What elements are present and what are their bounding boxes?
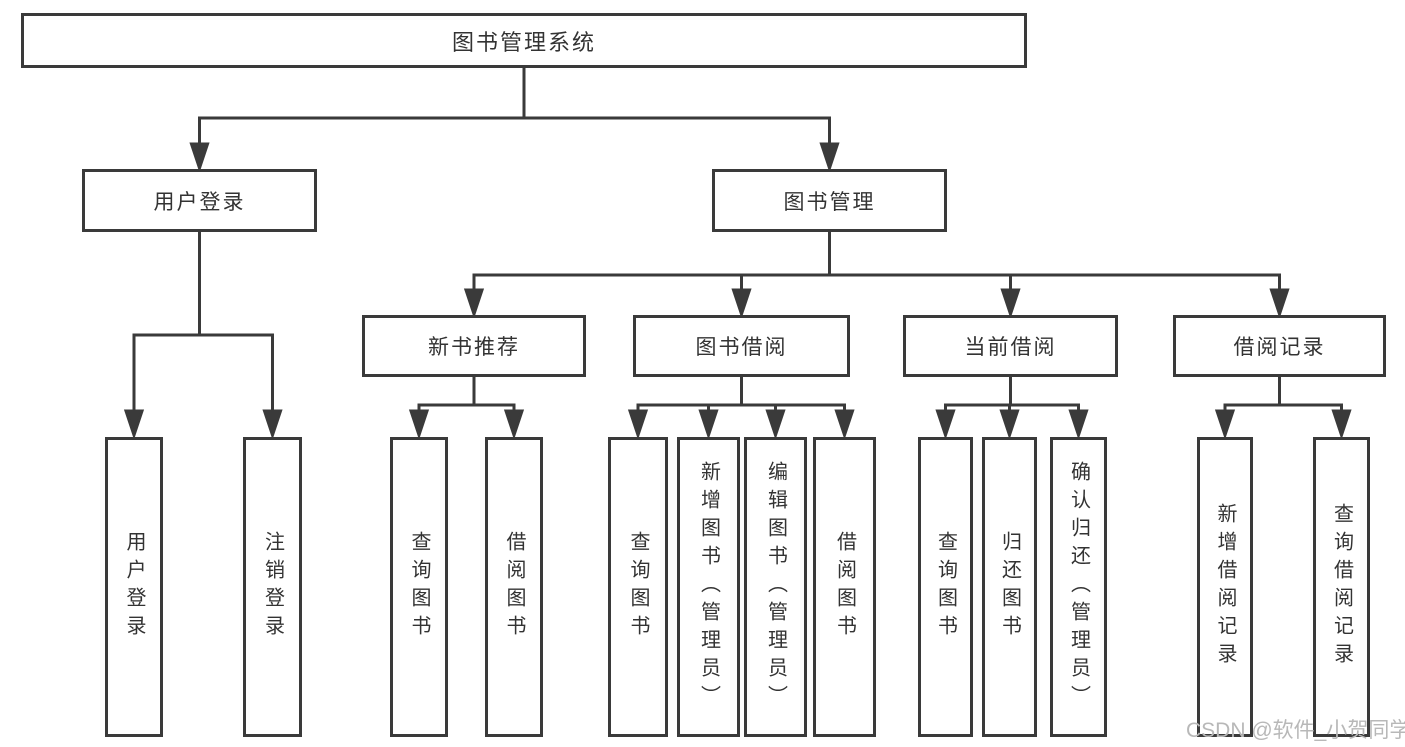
node-leaf-confirm-return-admin-label: 确认归还（管理员） — [1067, 461, 1090, 713]
node-leaf-borrow-book-2-label: 借阅图书 — [833, 531, 856, 643]
node-borrow-records-label: 借阅记录 — [1233, 336, 1326, 359]
node-leaf-user-login: 用户登录 — [105, 437, 163, 737]
node-leaf-query-books-2: 查询图书 — [608, 437, 668, 737]
node-current-borrowing-label: 当前借阅 — [964, 336, 1057, 359]
node-leaf-return-book-label: 归还图书 — [998, 531, 1021, 643]
node-leaf-query-books-1: 查询图书 — [390, 437, 448, 737]
node-leaf-edit-book-admin-label: 编辑图书（管理员） — [764, 461, 787, 713]
csdn-watermark: CSDN @软件_小贺同学 — [1186, 719, 1405, 742]
node-leaf-return-book: 归还图书 — [982, 437, 1037, 737]
node-leaf-add-book-admin: 新增图书（管理员） — [677, 437, 740, 737]
node-new-book-recommend-label: 新书推荐 — [428, 336, 520, 359]
node-leaf-query-books-3-label: 查询图书 — [934, 531, 957, 643]
node-user-login-label: 用户登录 — [153, 190, 246, 214]
node-book-management-label: 图书管理 — [783, 190, 876, 214]
node-book-management: 图书管理 — [712, 169, 947, 232]
node-book-borrowing: 图书借阅 — [633, 315, 850, 377]
node-leaf-query-borrow-record-label: 查询借阅记录 — [1330, 503, 1353, 671]
node-leaf-borrow-book-2: 借阅图书 — [813, 437, 876, 737]
node-leaf-query-borrow-record: 查询借阅记录 — [1313, 437, 1370, 737]
node-leaf-logout: 注销登录 — [243, 437, 302, 737]
node-leaf-borrow-book-1: 借阅图书 — [485, 437, 543, 737]
node-library-system-label: 图书管理系统 — [451, 29, 596, 55]
node-leaf-add-borrow-record: 新增借阅记录 — [1197, 437, 1253, 737]
node-leaf-query-books-1-label: 查询图书 — [408, 531, 430, 643]
node-leaf-add-borrow-record-label: 新增借阅记录 — [1214, 503, 1236, 671]
node-leaf-add-book-admin-label: 新增图书（管理员） — [697, 461, 720, 713]
node-leaf-query-books-2-label: 查询图书 — [627, 531, 649, 643]
node-library-system: 图书管理系统 — [21, 13, 1027, 68]
node-book-borrowing-label: 图书借阅 — [695, 336, 788, 359]
node-borrow-records: 借阅记录 — [1173, 315, 1386, 377]
node-leaf-logout-label: 注销登录 — [261, 531, 284, 643]
node-leaf-query-books-3: 查询图书 — [918, 437, 973, 737]
node-leaf-confirm-return-admin: 确认归还（管理员） — [1050, 437, 1107, 737]
node-new-book-recommend: 新书推荐 — [362, 315, 586, 377]
node-user-login: 用户登录 — [82, 169, 317, 232]
node-current-borrowing: 当前借阅 — [903, 315, 1118, 377]
node-leaf-user-login-label: 用户登录 — [123, 531, 145, 643]
node-leaf-edit-book-admin: 编辑图书（管理员） — [744, 437, 807, 737]
node-leaf-borrow-book-1-label: 借阅图书 — [503, 531, 525, 643]
